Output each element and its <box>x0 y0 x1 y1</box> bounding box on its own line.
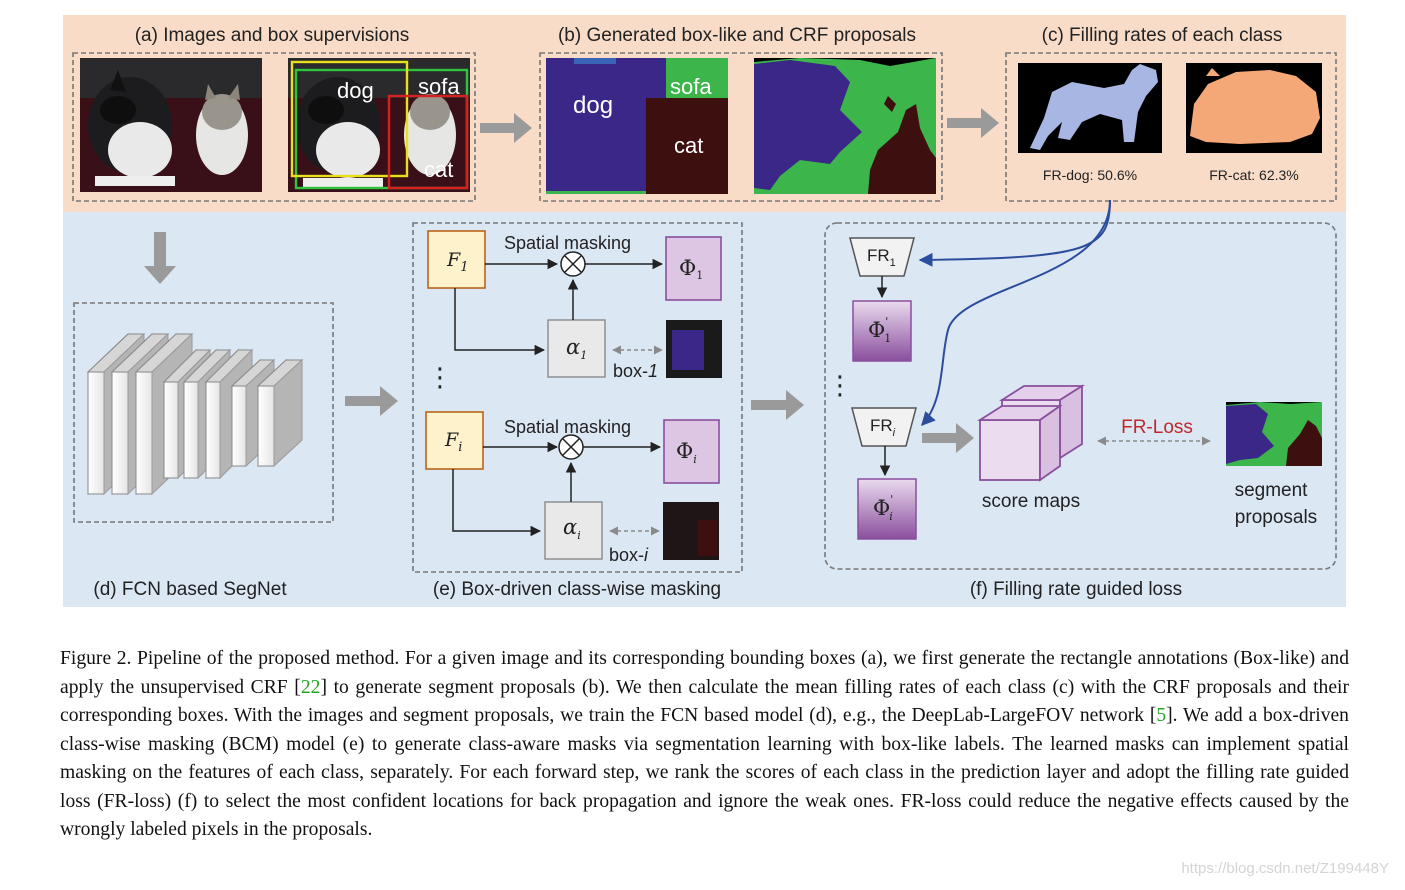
figure-caption: Figure 2. Pipeline of the proposed metho… <box>60 648 1349 840</box>
fi-to-alphai <box>452 469 542 537</box>
fri-block <box>851 407 917 447</box>
alphai-box <box>544 501 603 560</box>
box-like-sofa-label: sofa <box>670 74 712 99</box>
ellipsis-e: ⋮ <box>427 363 453 393</box>
arrow-b-to-c <box>947 108 999 138</box>
segment-proposals-label-1: segment <box>1235 480 1309 501</box>
panel-c-frame <box>1005 52 1337 202</box>
panel-a-frame <box>72 52 476 202</box>
phi1-prime-label: Φ'1 <box>868 315 891 345</box>
panel-b-title: (b) Generated box-like and CRF proposals <box>558 25 916 46</box>
panel-e-frame <box>412 222 743 573</box>
arrow-a-to-b <box>480 113 532 143</box>
citation-22[interactable]: 22 <box>300 676 321 698</box>
fri-label: FRi <box>870 416 896 439</box>
fr-connector-1 <box>918 199 1111 267</box>
panel-a-title: (a) Images and box supervisions <box>135 25 410 46</box>
alpha1-label: α1 <box>566 335 587 362</box>
alphai-label: αi <box>563 515 581 542</box>
segment-proposals-label-2: proposals <box>1235 507 1317 528</box>
input-photo <box>80 58 262 192</box>
feature-fi-label: Fi <box>444 429 462 455</box>
phi1-box <box>665 236 722 301</box>
panel-e-title: (e) Box-driven class-wise masking <box>433 579 721 600</box>
phii-label: Φi <box>676 439 697 466</box>
phii-box <box>663 419 720 484</box>
box1-label: box-1 <box>613 361 658 381</box>
fcn-layer-stack <box>86 332 304 496</box>
fr-cat-label: FR-cat: 62.3% <box>1209 167 1298 183</box>
arrow-e-to-f <box>751 390 804 420</box>
f1-to-alpha1 <box>454 288 546 356</box>
box-like-cat-label: cat <box>674 133 703 158</box>
panel-f-frame <box>824 222 1337 570</box>
box-like-dog-label: dog <box>573 92 613 119</box>
spatial-masking-label-1: Spatial masking <box>504 233 631 253</box>
score-maps-label: score maps <box>982 491 1080 512</box>
panel-d-frame <box>73 302 334 523</box>
dog-fill-mask <box>1018 63 1162 153</box>
arrow-d-to-e <box>345 386 398 416</box>
fr-connector-i <box>921 199 1111 427</box>
box-like-proposal: dog sofa cat <box>546 58 728 194</box>
crf-proposal <box>754 58 936 194</box>
segment-proposal-thumb <box>1226 402 1322 466</box>
fr1-block <box>849 237 915 277</box>
citation-5[interactable]: 5 <box>1156 705 1167 726</box>
cat-bounding-box <box>387 94 469 190</box>
panel-f-title: (f) Filling rate guided loss <box>970 579 1182 600</box>
annotated-photo: dog sofa cat <box>288 58 470 192</box>
fr-dog-label: FR-dog: 50.6% <box>1043 167 1137 183</box>
pipeline-figure: (a) Images and box supervisions dog sofa… <box>63 15 1346 607</box>
dog-box-label: dog <box>337 78 374 103</box>
phi1-prime-box <box>852 300 912 362</box>
cat-fill-mask <box>1186 63 1322 153</box>
phi1-label: Φ1 <box>679 256 703 282</box>
arrow-to-score-maps <box>922 423 974 453</box>
cat-box-label: cat <box>424 157 453 182</box>
arrow-a-to-d <box>144 232 176 284</box>
score-maps-cubes <box>976 384 1086 482</box>
watermark: https://blog.csdn.net/Z199448Y <box>1181 860 1389 877</box>
panel-c-title: (c) Filling rates of each class <box>1042 25 1283 46</box>
dog-bounding-box <box>290 60 409 178</box>
fr1-label: FR1 <box>867 246 896 269</box>
fr-loss-label: FR-Loss <box>1121 417 1193 438</box>
boxi-label: box-i <box>609 545 649 565</box>
panel-d-title: (d) FCN based SegNet <box>93 579 287 600</box>
feature-f1-label: F1 <box>446 249 468 275</box>
spatial-masking-label-i: Spatial masking <box>504 417 631 437</box>
feature-f1-box <box>427 230 486 289</box>
sofa-box-label: sofa <box>418 74 460 99</box>
phii-prime-label: Φ'i <box>873 493 893 523</box>
panel-b-frame <box>539 52 943 202</box>
ellipsis-f: ⋮ <box>827 371 853 401</box>
alpha1-box <box>547 319 606 378</box>
phii-prime-box <box>857 478 917 540</box>
feature-fi-box <box>425 411 484 470</box>
